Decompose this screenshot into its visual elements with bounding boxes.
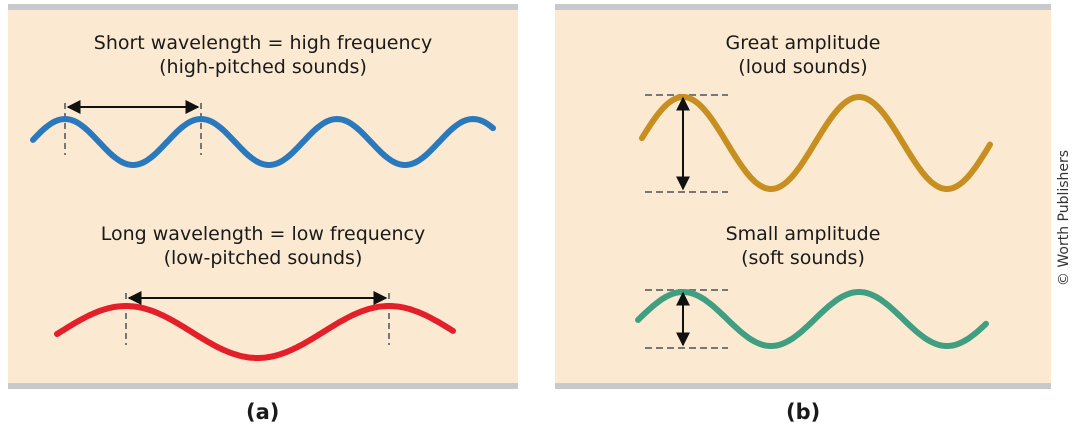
short-wavelength-caption-line2: (high-pitched sounds) — [159, 56, 367, 78]
long-wavelength-diagram — [54, 291, 456, 361]
short-wavelength-caption: Short wavelength = high frequency (high-… — [8, 31, 518, 79]
small-amplitude-caption-line1: Small amplitude — [725, 223, 881, 245]
long-wavelength-caption: Long wavelength = low frequency (low-pit… — [8, 222, 518, 270]
small-amplitude-wave — [635, 289, 989, 349]
long-wavelength-caption-line2: (low-pitched sounds) — [163, 247, 363, 269]
great-amplitude-diagram — [639, 94, 993, 193]
great-amplitude-wave — [639, 94, 993, 192]
great-amplitude-caption: Great amplitude (loud sounds) — [555, 31, 1051, 79]
small-amplitude-diagram — [635, 289, 989, 349]
short-wavelength-diagram — [30, 100, 496, 169]
copyright-credit: © Worth Publishers — [1056, 149, 1072, 287]
panel-a-label: (a) — [246, 400, 280, 424]
great-amplitude-caption-line1: Great amplitude — [725, 32, 881, 54]
small-amplitude-caption: Small amplitude (soft sounds) — [555, 222, 1051, 270]
long-wavelength-wave — [54, 303, 456, 361]
small-amplitude-caption-line2: (soft sounds) — [741, 247, 865, 269]
panel-b-label: (b) — [786, 400, 821, 424]
long-wavelength-caption-line1: Long wavelength = low frequency — [100, 223, 426, 245]
panel-a — [8, 4, 518, 389]
short-wavelength-caption-line1: Short wavelength = high frequency — [93, 32, 433, 54]
great-amplitude-caption-line2: (loud sounds) — [738, 56, 868, 78]
short-wavelength-wave — [30, 115, 496, 169]
panel-b — [555, 4, 1051, 389]
